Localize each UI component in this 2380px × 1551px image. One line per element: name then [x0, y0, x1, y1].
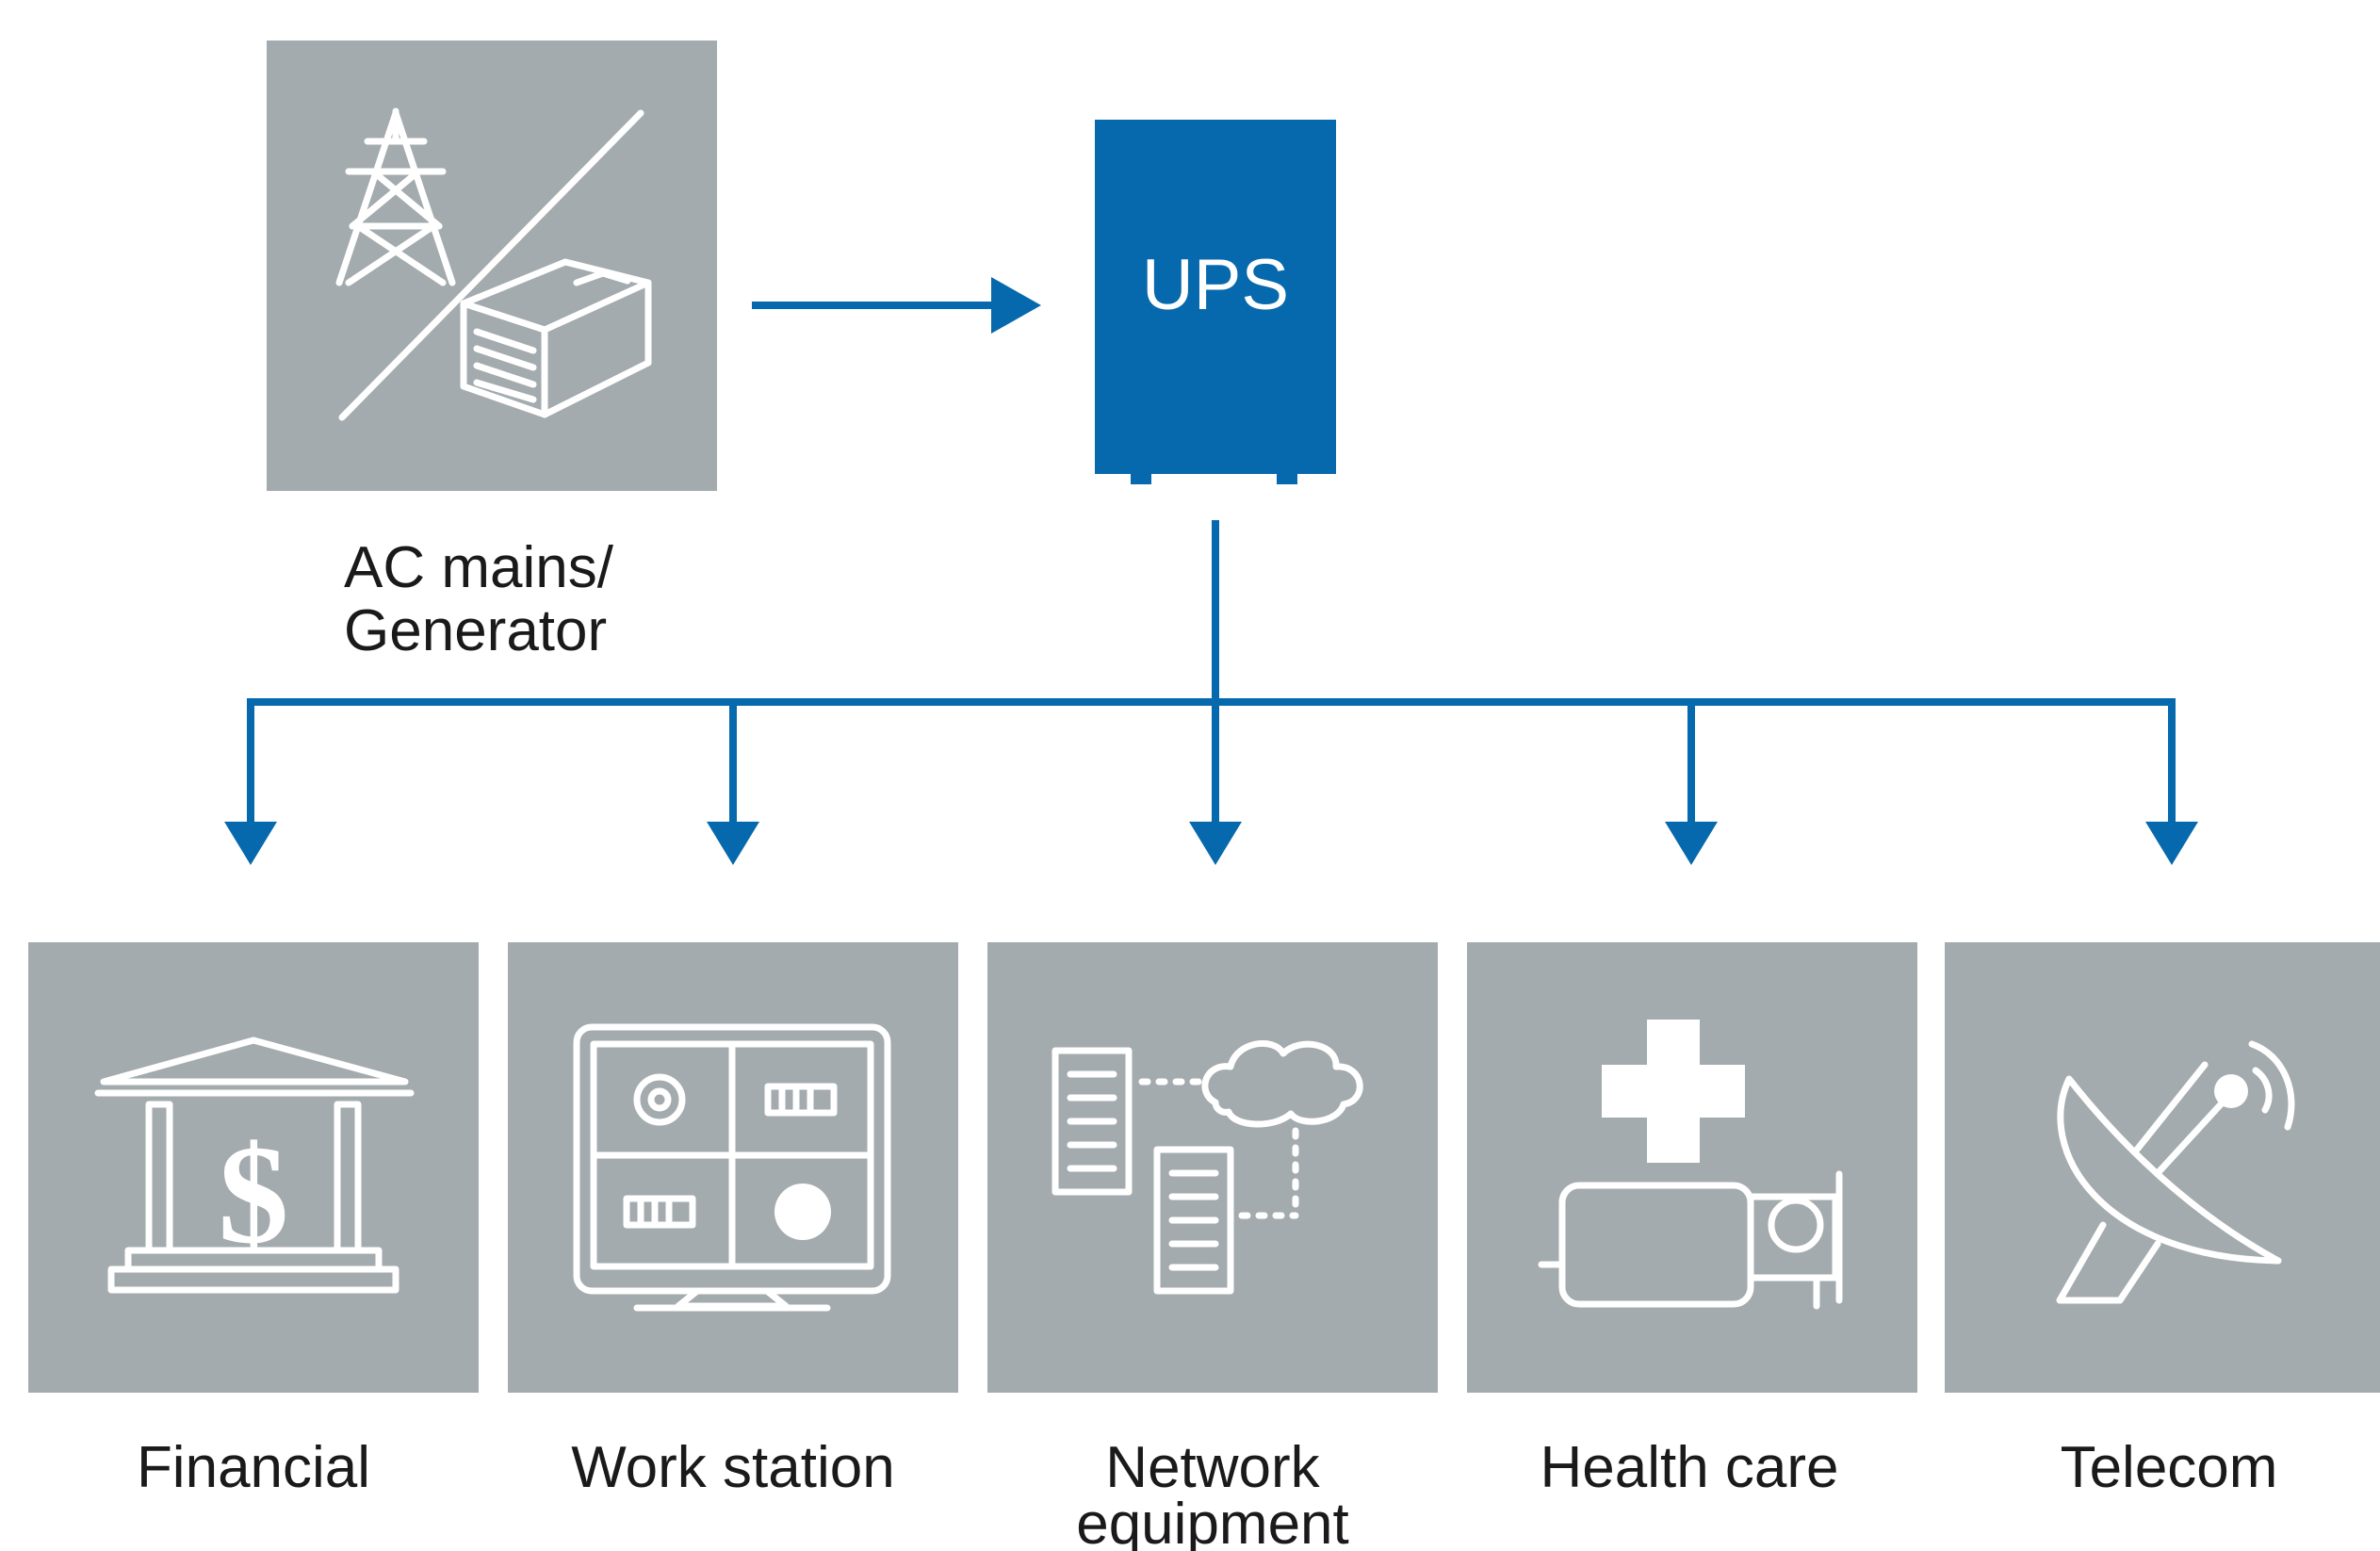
source-to-ups-arrow	[752, 277, 1041, 334]
load-tile-network-equipment	[987, 942, 1438, 1393]
label-network-equipment-line1: Network	[1105, 1435, 1320, 1500]
arrowhead-financial	[224, 822, 277, 865]
bank-dollar-icon: $	[94, 1037, 415, 1294]
label-work-station: Work station	[571, 1435, 894, 1500]
source-tile	[267, 41, 717, 491]
monitor-workstation-icon	[573, 1023, 891, 1312]
label-telecom: Telecom	[2061, 1435, 2278, 1500]
label-health-care: Health care	[1540, 1435, 1838, 1500]
arrowhead-telecom	[2145, 822, 2198, 865]
label-financial: Financial	[137, 1435, 370, 1500]
load-tile-health-care	[1467, 942, 1917, 1393]
svg-text:$: $	[219, 1117, 289, 1273]
ups-label: UPS	[1142, 245, 1289, 325]
source-label-line1: AC mains/	[344, 535, 614, 600]
ups-unit: UPS	[1095, 120, 1336, 484]
load-tile-telecom	[1945, 942, 2380, 1393]
satellite-dish-icon	[2056, 1040, 2295, 1304]
medical-cross-icon	[1538, 1020, 1843, 1310]
arrowhead-health-care	[1665, 822, 1718, 865]
arrowhead-work-station	[707, 822, 759, 865]
network-cloud-icon	[1051, 1039, 1363, 1295]
distribution-bus	[247, 520, 2176, 829]
arrowhead-network-equipment	[1189, 822, 1242, 865]
load-tile-work-station	[508, 942, 958, 1393]
label-network-equipment-line2: equipment	[1076, 1492, 1349, 1551]
power-tower-generator-icon	[335, 107, 652, 421]
load-tile-financial: $	[28, 942, 479, 1393]
source-label-line2: Generator	[344, 598, 607, 663]
